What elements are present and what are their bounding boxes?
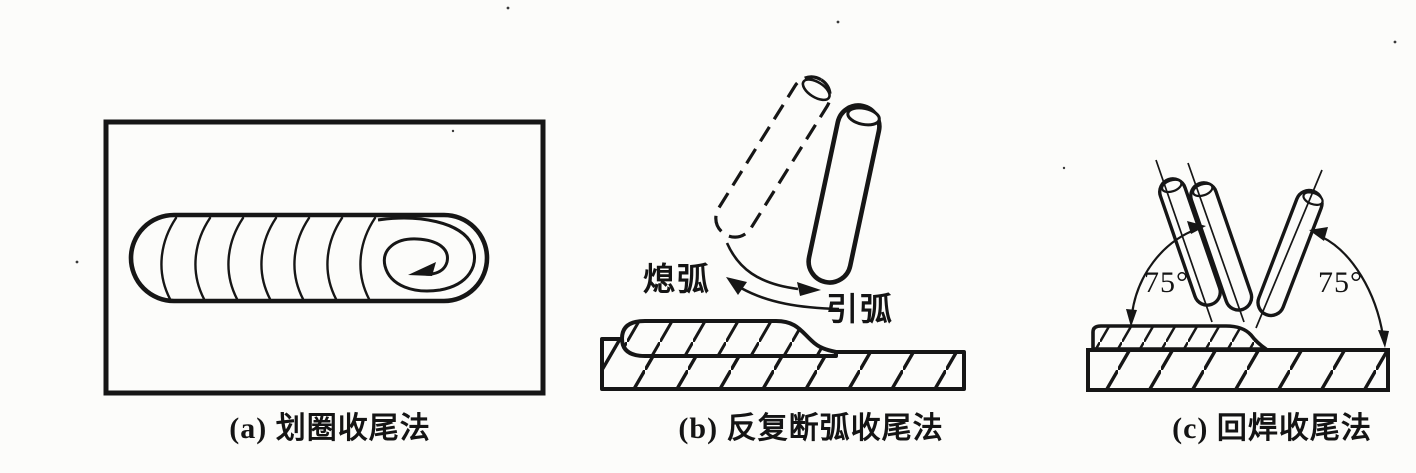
strike-arc-arrow-curve bbox=[725, 242, 799, 291]
electrode-solid-tip-face bbox=[846, 106, 881, 127]
weld-bead bbox=[1091, 324, 1268, 351]
electrode-dashed-body bbox=[714, 75, 832, 239]
centerline-left-front bbox=[1187, 162, 1245, 323]
electrode-left-back-body bbox=[1158, 177, 1222, 307]
workpiece-plate-outline bbox=[103, 119, 546, 396]
caption-panel-b: (b) 反复断弧收尾法 bbox=[678, 412, 944, 445]
angle-arc-left-top-arrowhead-icon bbox=[1187, 221, 1206, 234]
electrode-left-back-tip-face bbox=[1161, 178, 1183, 194]
caption-panel-a: (a) 划圈收尾法 bbox=[229, 412, 431, 445]
extinguish-arc-arrowhead-icon bbox=[726, 277, 747, 295]
electrode-solid bbox=[806, 103, 882, 285]
angle-dimension-left bbox=[1126, 221, 1206, 327]
crater-spiral bbox=[377, 216, 476, 293]
angle-label-left: 75° bbox=[1144, 266, 1189, 299]
caption-panel-c: (c) 回焊收尾法 bbox=[1172, 412, 1372, 445]
electrode-solid-body bbox=[806, 103, 882, 285]
panel-a-drawing bbox=[103, 119, 546, 396]
arc-motion-arrows bbox=[725, 242, 840, 311]
weld-ripple-lines bbox=[160, 216, 377, 301]
angle-arc-left-bottom-arrowhead-icon bbox=[1126, 309, 1137, 327]
weld-bead-outline bbox=[128, 212, 490, 304]
angle-arc-right-bottom-arrowhead-icon bbox=[1378, 330, 1389, 348]
centerline-left-back bbox=[1155, 159, 1213, 323]
weld-bead bbox=[620, 319, 838, 358]
strike-arc-label: 引弧 bbox=[826, 291, 895, 327]
extinguish-arc-label: 熄弧 bbox=[643, 261, 712, 297]
centerline-right bbox=[1255, 169, 1323, 329]
electrode-left-back bbox=[1158, 177, 1222, 307]
extinguish-arc-arrow-curve bbox=[740, 286, 840, 311]
angle-dimension-right bbox=[1309, 227, 1389, 348]
angle-label-right: 75° bbox=[1318, 266, 1363, 299]
panel-c-drawing bbox=[1086, 159, 1390, 392]
scan-noise bbox=[75, 6, 1397, 264]
strike-arc-arrowhead-icon bbox=[797, 282, 821, 296]
angle-arc-right-top-arrowhead-icon bbox=[1309, 227, 1328, 241]
electrode-dashed-tip-face bbox=[801, 78, 831, 102]
electrode-centerlines bbox=[1155, 159, 1323, 329]
electrode-right-body bbox=[1256, 188, 1324, 318]
panel-b-drawing bbox=[600, 75, 966, 391]
angle-arc-right bbox=[1321, 236, 1385, 337]
angle-arc-left bbox=[1130, 227, 1198, 315]
spiral-end-arrow-icon bbox=[408, 262, 436, 276]
base-plate bbox=[1086, 348, 1390, 392]
electrode-right bbox=[1256, 188, 1324, 318]
electrode-dashed bbox=[714, 75, 832, 239]
